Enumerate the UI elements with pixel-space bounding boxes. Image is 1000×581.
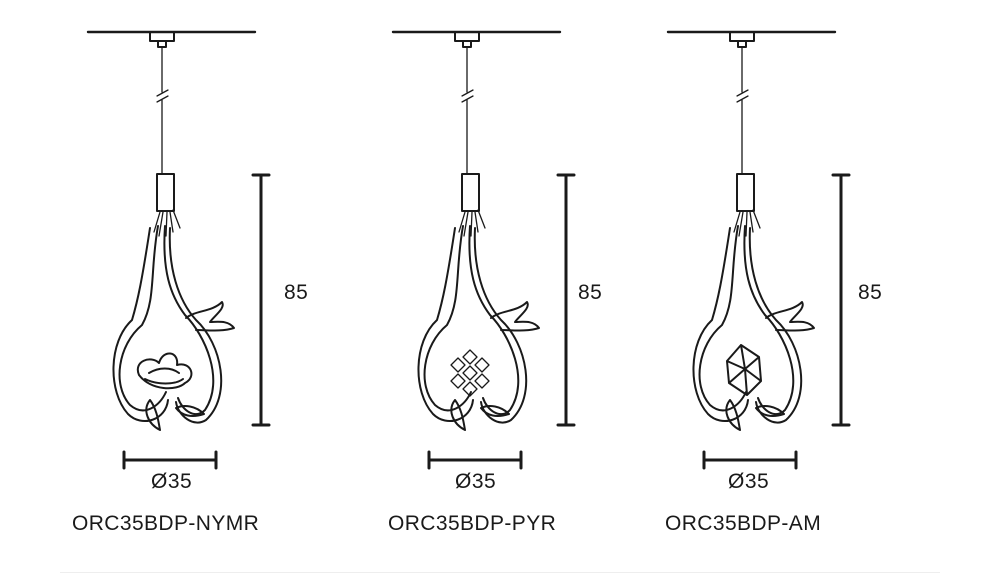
wire-strand	[474, 211, 479, 233]
wire-strand	[463, 211, 469, 237]
leaf	[450, 399, 510, 431]
canopy-stem	[737, 40, 747, 48]
wire-strand	[172, 209, 181, 229]
wire-strand	[458, 211, 466, 233]
cable-break-mark	[736, 89, 749, 97]
wire-strand	[733, 211, 741, 233]
pendant-drawing-am	[666, 30, 851, 470]
fixture-nymr: 85 Ø35 ORC35BDP-NYMR	[0, 0, 330, 581]
faceted-cube-icon	[462, 349, 478, 365]
cable-break-mark	[156, 89, 169, 97]
wire-strand	[470, 211, 473, 237]
cable-break-mark	[461, 95, 474, 103]
branch-loop	[692, 225, 803, 424]
cable-break-mark	[736, 95, 749, 103]
twig	[185, 301, 235, 332]
faceted-cube-icon	[474, 357, 490, 373]
wire-strand	[752, 209, 761, 229]
pendant-lamp-outline	[86, 30, 271, 470]
pendant-drawing-pyr	[391, 30, 576, 470]
model-label: ORC35BDP-AM	[665, 512, 822, 535]
fixture-pyr: 85 Ø35 ORC35BDP-PYR	[388, 30, 603, 535]
twig	[490, 301, 540, 332]
height-label: 85	[284, 281, 309, 304]
leaf	[145, 399, 205, 431]
diameter-label: Ø35	[728, 470, 770, 493]
wire-strand	[477, 209, 486, 229]
wire-strand	[745, 211, 748, 237]
faceted-cube-icon	[450, 373, 466, 389]
flower-icon	[136, 352, 193, 390]
cable-break-mark	[461, 89, 474, 97]
wire-strand	[749, 211, 754, 233]
branch-loop	[417, 225, 528, 424]
diameter-label: Ø35	[455, 470, 497, 493]
faceted-cube-icon	[474, 373, 490, 389]
pendant-lamp-outline	[391, 30, 576, 470]
diameter-label: Ø35	[151, 470, 193, 493]
divider	[60, 572, 940, 573]
crystal-gem-icon	[726, 344, 762, 396]
socket	[156, 173, 175, 212]
socket	[736, 173, 755, 212]
socket	[461, 173, 480, 212]
wire-strand	[169, 211, 174, 233]
faceted-cube-icon	[462, 365, 478, 381]
model-label: ORC35BDP-NYMR	[72, 512, 260, 535]
canopy	[729, 31, 755, 42]
wire-strand	[158, 211, 164, 237]
height-label: 85	[858, 281, 883, 304]
wire-strand	[738, 211, 744, 237]
pendant-lamp-outline	[666, 30, 851, 470]
model-label: ORC35BDP-PYR	[388, 512, 557, 535]
branch-loop	[112, 225, 223, 424]
leaf	[725, 399, 785, 431]
height-label: 85	[578, 281, 603, 304]
wire-strand	[153, 211, 161, 233]
faceted-cube-icon	[462, 381, 478, 397]
twig	[765, 301, 815, 332]
faceted-cube-icon	[450, 357, 466, 373]
cable-break-mark	[156, 95, 169, 103]
wire-strand	[165, 211, 168, 237]
fixture-am: 85 Ø35 ORC35BDP-AM	[665, 30, 883, 535]
pendant-drawing-nymr	[86, 30, 271, 470]
